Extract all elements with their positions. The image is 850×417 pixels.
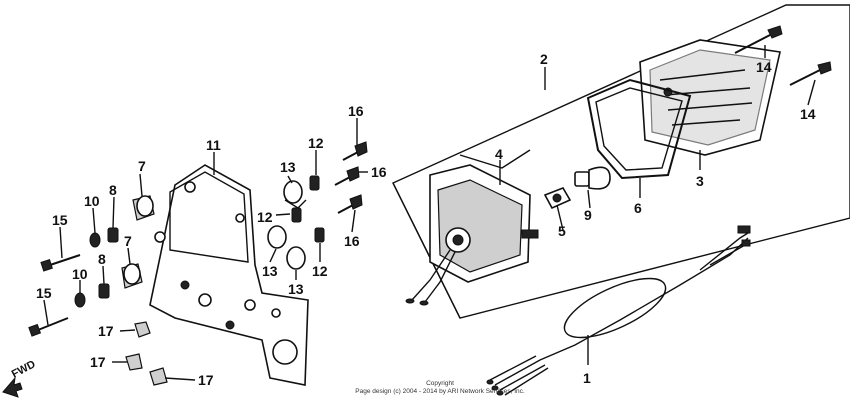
callout-13-top: 13 (280, 159, 296, 175)
license-bracket (149, 164, 309, 386)
screw-16-top (342, 141, 368, 161)
grommet-13-mid (267, 225, 287, 249)
leader-lines (43, 45, 816, 381)
callout-17-a: 17 (98, 323, 114, 339)
assembly-box-edge (392, 182, 461, 319)
callout-7-lower: 7 (124, 233, 132, 249)
callout-17-b: 17 (90, 354, 106, 370)
washer-upper (89, 232, 101, 248)
grommet-lower (121, 263, 143, 289)
callout-17-c: 17 (198, 372, 214, 388)
callout-8-upper: 8 (109, 182, 117, 198)
tail-housing (405, 149, 539, 306)
callout-1: 1 (583, 370, 591, 386)
nut-b (125, 353, 143, 371)
callout-12-low: 12 (312, 263, 328, 279)
collar-lower (98, 283, 110, 299)
screw-16-low (337, 194, 363, 214)
callout-4: 4 (495, 146, 503, 162)
screw-16-mid (334, 166, 360, 186)
bolt-upper (40, 254, 81, 272)
grommet-upper (132, 195, 155, 221)
callout-14-upper: 14 (756, 59, 772, 75)
tail-bulb (574, 166, 611, 190)
callout-6: 6 (634, 200, 642, 216)
tail-lens (639, 39, 781, 156)
callout-16-mid: 16 (371, 164, 387, 180)
grommet-13-low (286, 246, 306, 270)
callout-15-lower: 15 (36, 285, 52, 301)
forward-direction-arrow: FWD (2, 358, 38, 398)
copyright-line-2: Page design (c) 2004 - 2014 by ARI Netwo… (355, 388, 525, 395)
collar-upper (107, 227, 119, 243)
callout-2: 2 (540, 51, 548, 67)
callout-10-lower: 10 (72, 266, 88, 282)
nut-c (149, 367, 168, 386)
collar-12-mid (291, 207, 302, 223)
callout-14-lower: 14 (800, 106, 816, 122)
callout-8-lower: 8 (98, 251, 106, 267)
callout-12-mid: 12 (257, 209, 273, 225)
grommet-13-top (283, 180, 307, 209)
callout-5: 5 (558, 223, 566, 239)
collar-12-low (314, 227, 325, 243)
callout-3: 3 (696, 173, 704, 189)
callout-12-top: 12 (308, 135, 324, 151)
callout-10-upper: 10 (84, 193, 100, 209)
callout-13-mid: 13 (262, 263, 278, 279)
lens-screw-upper (734, 25, 783, 54)
callout-11: 11 (206, 137, 221, 153)
fwd-label: FWD (10, 358, 38, 380)
washer-lower (74, 292, 86, 308)
wire-harness (486, 225, 751, 396)
bolt-lower (28, 317, 69, 337)
bulb-socket (543, 187, 572, 210)
nut-a (134, 321, 151, 338)
copyright-notice: Copyright Page design (c) 2004 - 2014 by… (330, 380, 550, 396)
callout-13-low: 13 (288, 281, 304, 297)
collar-12-top (309, 175, 320, 191)
callout-9: 9 (584, 207, 592, 223)
copyright-line-1: Copyright (426, 380, 454, 387)
callout-15-upper: 15 (52, 212, 68, 228)
callout-16-low: 16 (344, 233, 360, 249)
callout-7-upper: 7 (138, 158, 146, 174)
lens-gasket (586, 78, 692, 180)
callout-16-top: 16 (348, 103, 364, 119)
lens-screw-lower (789, 61, 832, 86)
